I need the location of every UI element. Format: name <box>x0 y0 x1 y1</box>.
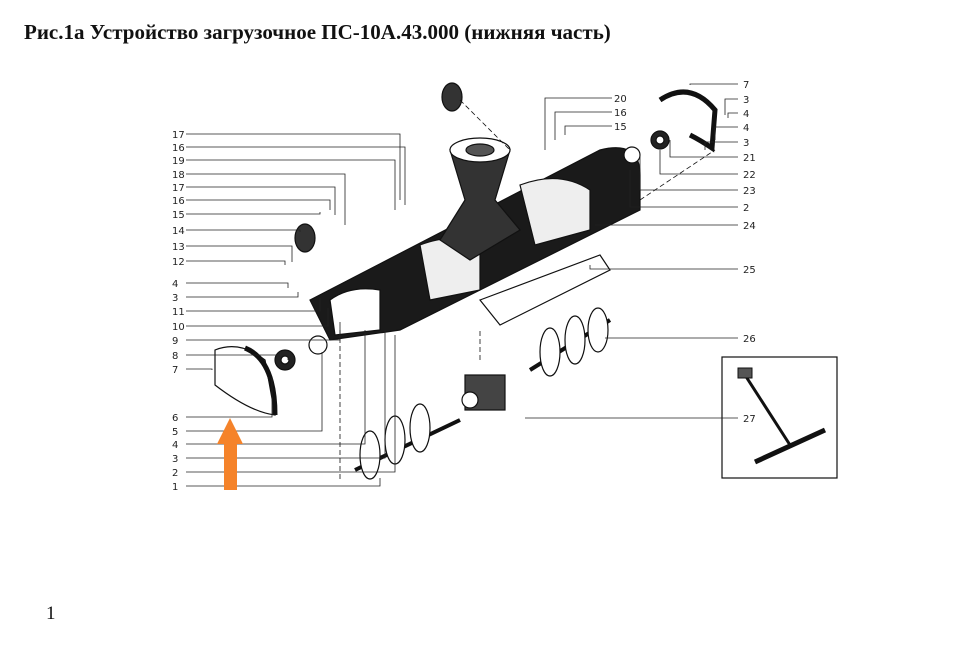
part-callout-21: 21 <box>743 153 756 164</box>
leader-line <box>554 111 612 140</box>
part-callout-16: 16 <box>614 108 627 119</box>
leader-line <box>186 282 289 288</box>
leader-line <box>564 125 612 135</box>
leader-line <box>629 170 738 208</box>
part-callout-20: 20 <box>614 94 627 105</box>
inset-overview <box>721 356 838 479</box>
orange-arrow-annotation <box>217 418 243 490</box>
right-auger <box>528 307 612 377</box>
part-callout-2: 2 <box>743 203 749 214</box>
part-callout-3: 3 <box>172 454 178 465</box>
leader-line <box>186 330 366 445</box>
left-cover <box>214 346 276 416</box>
leader-line <box>186 478 381 487</box>
leader-line <box>724 98 738 115</box>
part-callout-4: 4 <box>743 123 749 134</box>
leader-line <box>186 133 401 200</box>
leader-line <box>186 186 336 215</box>
part-callout-4: 4 <box>743 109 749 120</box>
leader-line <box>186 260 286 265</box>
part-callout-7: 7 <box>172 365 178 376</box>
part-callout-26: 26 <box>743 334 756 345</box>
page-number: 1 <box>46 603 56 624</box>
leader-line <box>186 330 386 459</box>
part-callout-13: 13 <box>172 242 185 253</box>
hopper <box>439 149 521 261</box>
part-callout-4: 4 <box>172 279 178 290</box>
leader-line <box>639 155 738 191</box>
trough-highlight <box>329 288 381 336</box>
part-callout-22: 22 <box>743 170 756 181</box>
part-callout-16: 16 <box>172 196 185 207</box>
leader-line <box>659 150 738 175</box>
part-callout-3: 3 <box>743 95 749 106</box>
part-callout-9: 9 <box>172 336 178 347</box>
leader-line <box>186 322 341 341</box>
part-callout-3: 3 <box>172 293 178 304</box>
left-auger <box>354 403 461 480</box>
part-callout-11: 11 <box>172 307 185 318</box>
leader-line <box>714 126 738 140</box>
part-callout-14: 14 <box>172 226 185 237</box>
part-callout-15: 15 <box>614 122 627 133</box>
part-callout-25: 25 <box>743 265 756 276</box>
leader-line <box>727 112 738 118</box>
part-callout-2: 2 <box>172 468 178 479</box>
leader-line <box>186 199 331 210</box>
part-callout-23: 23 <box>743 186 756 197</box>
leader-line <box>186 354 289 360</box>
part-callout-15: 15 <box>172 210 185 221</box>
leader-line <box>186 298 321 312</box>
leader-line <box>669 140 738 158</box>
part-callout-27: 27 <box>743 414 756 425</box>
part-callout-1: 1 <box>172 482 178 493</box>
leader-line <box>704 141 738 150</box>
part-callout-5: 5 <box>172 427 178 438</box>
leader-line <box>186 292 299 298</box>
part-callout-17: 17 <box>172 130 185 141</box>
leader-line <box>186 308 329 327</box>
part-callout-8: 8 <box>172 351 178 362</box>
part-callout-18: 18 <box>172 170 185 181</box>
leader-line <box>186 368 213 370</box>
part-callout-10: 10 <box>172 322 185 333</box>
part-callout-3: 3 <box>743 138 749 149</box>
leader-line <box>186 378 273 418</box>
part-callout-17: 17 <box>172 183 185 194</box>
page-title: Рис.1а Устройство загрузочное ПС-10А.43.… <box>24 20 611 44</box>
leader-line <box>544 97 612 150</box>
leader-line <box>186 146 406 205</box>
leader-line <box>186 245 293 262</box>
part-callout-4: 4 <box>172 440 178 451</box>
leader-line <box>186 173 346 225</box>
leader-line <box>186 229 301 232</box>
leader-line <box>589 265 738 270</box>
shield-plate <box>479 254 611 326</box>
part-callout-6: 6 <box>172 413 178 424</box>
right-cover <box>658 89 718 153</box>
leader-line <box>186 335 396 473</box>
leader-line <box>689 83 738 85</box>
part-callout-7: 7 <box>743 80 749 91</box>
leader-line <box>186 159 396 210</box>
part-callout-12: 12 <box>172 257 185 268</box>
part-callout-19: 19 <box>172 156 185 167</box>
part-callout-16: 16 <box>172 143 185 154</box>
part-callout-24: 24 <box>743 221 756 232</box>
leader-line <box>186 212 321 215</box>
